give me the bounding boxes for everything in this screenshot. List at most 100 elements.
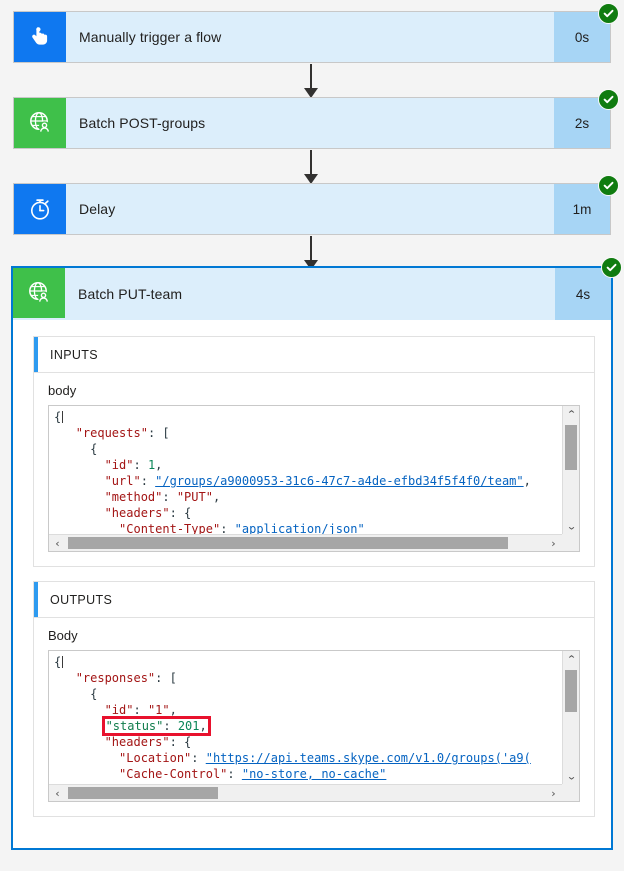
flow-step-duration: 4s (555, 268, 611, 320)
inputs-section-header: INPUTS (34, 337, 594, 373)
scrollbar-corner (562, 784, 579, 801)
json-token: : (191, 751, 206, 765)
json-token: "url" (104, 474, 141, 488)
scroll-down-icon[interactable]: ⌄ (566, 770, 577, 783)
inputs-vertical-scrollbar[interactable]: ⌃ ⌄ (562, 406, 579, 535)
flow-step-duration: 0s (554, 12, 610, 62)
inputs-section: INPUTS body { "requests": [ { "id": 1, "… (33, 336, 595, 567)
flow-step-card-batch-put-team[interactable]: Batch PUT-team 4s INPUTS body { "request… (11, 257, 622, 850)
json-token: , (155, 458, 163, 472)
check-icon (603, 181, 614, 190)
scroll-left-icon[interactable]: ‹ (55, 537, 60, 550)
json-token: "responses" (75, 671, 156, 685)
flow-step-title: Manually trigger a flow (79, 29, 222, 45)
json-token: : (140, 474, 156, 488)
scroll-up-icon[interactable]: ⌃ (566, 653, 577, 666)
json-token: { (54, 410, 62, 424)
json-token: : (133, 458, 148, 472)
text-caret (62, 656, 64, 668)
outputs-section-body: Body { "responses": [ { "id": "1", "stat… (34, 618, 594, 816)
status-badge (598, 175, 619, 196)
json-token: "id" (104, 703, 134, 717)
scroll-thumb-horizontal[interactable] (68, 537, 508, 549)
outputs-code-view: { "responses": [ { "id": "1", "status": … (50, 652, 562, 784)
json-token: "no-store, no-cache" (241, 767, 387, 781)
outputs-code-text: { "responses": [ { "id": "1", "status": … (54, 654, 562, 782)
connector-arrow-2 (304, 150, 318, 184)
json-token: , (523, 474, 531, 488)
json-token[interactable]: "https://api.teams.skype.com/v1.0/groups… (205, 751, 531, 765)
scroll-up-icon[interactable]: ⌃ (566, 408, 577, 421)
json-token: : (133, 703, 148, 717)
inputs-horizontal-scrollbar[interactable]: ‹ › (49, 534, 562, 551)
json-token: , (169, 703, 177, 717)
globe-person-icon (13, 268, 65, 318)
scrollbar-corner (562, 534, 579, 551)
flow-step-card-batch-post-groups[interactable]: Batch POST-groups 2s (13, 89, 619, 149)
connector-arrow-3 (304, 236, 318, 270)
outputs-body-label: Body (48, 628, 78, 643)
json-token: , (199, 719, 207, 733)
scroll-thumb-vertical[interactable] (565, 670, 577, 712)
json-token: : (163, 719, 178, 733)
flow-step-title: Batch POST-groups (79, 115, 206, 131)
scroll-down-icon[interactable]: ⌄ (566, 520, 577, 533)
flow-step-detail-body: INPUTS body { "requests": [ { "id": 1, "… (13, 320, 611, 841)
json-token: "id" (104, 458, 134, 472)
json-token: "Cache-Control" (119, 767, 228, 781)
scroll-thumb-vertical[interactable] (565, 425, 577, 470)
json-token: : (227, 767, 242, 781)
flow-step-header[interactable]: Batch PUT-team 4s (13, 257, 622, 320)
stopwatch-icon (14, 184, 66, 234)
json-token: : { (169, 506, 192, 520)
json-token: { (54, 655, 62, 669)
json-token: 201 (177, 719, 200, 733)
flow-step-header[interactable]: Batch POST-groups 2s (13, 89, 619, 149)
json-token: : { (169, 735, 192, 749)
json-token: : (162, 490, 177, 504)
text-caret (62, 411, 64, 423)
scroll-right-icon[interactable]: › (551, 537, 556, 550)
json-token: "status" (105, 719, 164, 733)
inputs-body-label: body (48, 383, 77, 398)
flow-step-header[interactable]: Manually trigger a flow 0s (13, 3, 619, 63)
status-highlight-box: "status": 201, (101, 716, 211, 736)
inputs-code-box[interactable]: { "requests": [ { "id": 1, "url": "/grou… (48, 405, 580, 552)
check-icon (606, 263, 617, 272)
outputs-horizontal-scrollbar[interactable]: ‹ › (49, 784, 562, 801)
check-icon (603, 95, 614, 104)
json-token: "1" (147, 703, 170, 717)
json-token: "Location" (119, 751, 192, 765)
outputs-section: OUTPUTS Body { "responses": [ { "id": "1… (33, 581, 595, 817)
globe-person-icon (14, 98, 66, 148)
scroll-right-icon[interactable]: › (551, 787, 556, 800)
scroll-thumb-horizontal[interactable] (68, 787, 218, 799)
flow-step-header[interactable]: Delay 1m (13, 175, 619, 235)
json-token: { (90, 687, 98, 701)
flow-step-card-manually-trigger-a-flow[interactable]: Manually trigger a flow 0s (13, 3, 619, 63)
flow-step-card-delay[interactable]: Delay 1m (13, 175, 619, 235)
connector-arrow-1 (304, 64, 318, 98)
json-token: "application/json" (234, 522, 365, 534)
json-token: "Content-Type" (119, 522, 221, 534)
json-token: : (220, 522, 235, 534)
json-token: 1 (147, 458, 156, 472)
status-badge (601, 257, 622, 278)
status-badge (598, 3, 619, 24)
json-token: "/groups/a9000953-31c6-47c7-a4de-efbd34f… (155, 474, 524, 488)
outputs-section-header: OUTPUTS (34, 582, 594, 618)
check-icon (603, 9, 614, 18)
scroll-left-icon[interactable]: ‹ (55, 787, 60, 800)
json-token: : [ (155, 671, 177, 685)
json-token: , (212, 490, 221, 504)
json-token: "requests" (75, 426, 148, 440)
outputs-code-box[interactable]: { "responses": [ { "id": "1", "status": … (48, 650, 580, 802)
json-token: "headers" (104, 506, 170, 520)
flow-step-title: Batch PUT-team (78, 286, 183, 302)
json-token: "headers" (104, 735, 170, 749)
status-badge (598, 89, 619, 110)
inputs-code-view: { "requests": [ { "id": 1, "url": "/grou… (50, 407, 562, 534)
outputs-vertical-scrollbar[interactable]: ⌃ ⌄ (562, 651, 579, 785)
json-token: { (90, 442, 98, 456)
